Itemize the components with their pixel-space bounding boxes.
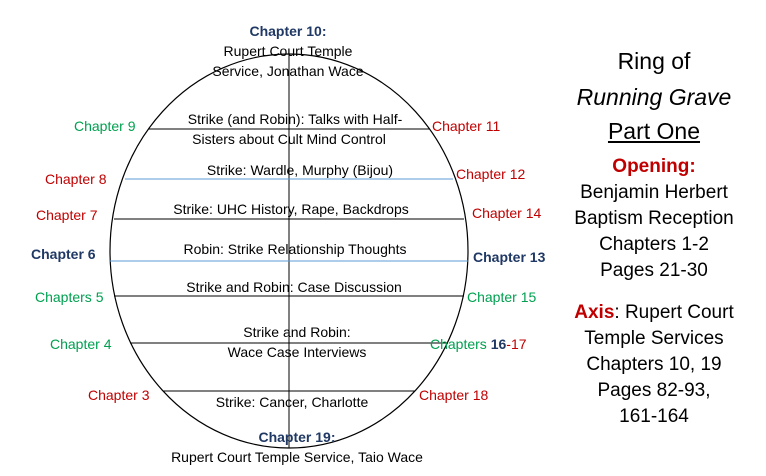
chord-text-ch4-line1: Strike and Robin: <box>243 324 351 340</box>
panel-title-line3: Part One <box>607 118 701 144</box>
chord-text-ch7: Strike: UHC History, Rape, Backdrops <box>173 201 409 217</box>
axis-line2: Temple Services <box>584 328 724 349</box>
opening-line3: Chapters 1-2 <box>599 234 709 255</box>
chapter-17-number: 17 <box>510 336 527 352</box>
left-label-chapter-6: Chapter 6 <box>31 246 96 262</box>
right-label-chapter-13: Chapter 13 <box>473 249 546 265</box>
right-label-chapter-14: Chapter 14 <box>472 205 542 221</box>
chapter-10-label: Chapter 10: <box>249 23 327 39</box>
left-label-chapter-3: Chapter 3 <box>88 387 150 403</box>
opening-label: Opening: <box>612 156 696 177</box>
right-label-chapter-15: Chapter 15 <box>467 289 537 305</box>
panel-title-line1: Ring of <box>617 48 691 74</box>
left-label-chapter-8: Chapter 8 <box>45 171 107 187</box>
axis-line5: 161-164 <box>619 406 689 427</box>
axis-text: : Rupert Court <box>614 302 734 323</box>
left-label-chapter-9: Chapter 9 <box>74 118 136 134</box>
chord-text-ch9-line2: Sisters about Cult Mind Control <box>192 131 386 147</box>
chord-text-ch9-line1: Strike (and Robin): Talks with Half- <box>187 111 403 127</box>
chapters-prefix: Chapters <box>430 336 491 352</box>
right-label-chapter-18: Chapter 18 <box>419 387 489 403</box>
chapter-10-line2: Service, Jonathan Wace <box>212 63 364 79</box>
ring-info-panel: Ring of Running Grave Part One Opening: … <box>548 46 760 430</box>
right-label-chapters-16-17: Chapters 16-17 <box>430 335 527 353</box>
axis-line3: Chapters 10, 19 <box>586 354 722 375</box>
panel-title-line2: Running Grave <box>576 84 732 110</box>
opening-line1: Benjamin Herbert <box>580 182 728 203</box>
opening-line4: Pages 21-30 <box>600 260 708 281</box>
axis-line1: Axis: Rupert Court <box>548 300 760 326</box>
right-label-chapter-11: Chapter 11 <box>432 118 501 134</box>
axis-line4: Pages 82-93, <box>597 380 711 401</box>
chapter-range-dash: - <box>506 336 511 352</box>
chapter-19-line1: Rupert Court Temple Service, Taio Wace <box>171 449 423 465</box>
axis-label: Axis <box>574 302 615 323</box>
left-label-chapter-7: Chapter 7 <box>36 207 98 223</box>
chord-text-ch6: Robin: Strike Relationship Thoughts <box>183 241 407 257</box>
chord-text-ch5: Strike and Robin: Case Discussion <box>186 279 402 295</box>
right-label-chapter-12: Chapter 12 <box>456 166 526 182</box>
left-label-chapter-4: Chapter 4 <box>50 336 112 352</box>
chord-text-ch4-line2: Wace Case Interviews <box>227 344 367 360</box>
chord-text-ch8: Strike: Wardle, Murphy (Bijou) <box>206 162 394 178</box>
chapter-10-line1: Rupert Court Temple <box>223 43 353 59</box>
left-label-chapters-5: Chapters 5 <box>35 289 104 305</box>
chord-text-ch3: Strike: Cancer, Charlotte <box>215 394 369 410</box>
chapter-19-label: Chapter 19: <box>258 429 336 445</box>
opening-line2: Baptism Reception <box>574 208 734 229</box>
chapter-16-number: 16 <box>490 336 507 352</box>
